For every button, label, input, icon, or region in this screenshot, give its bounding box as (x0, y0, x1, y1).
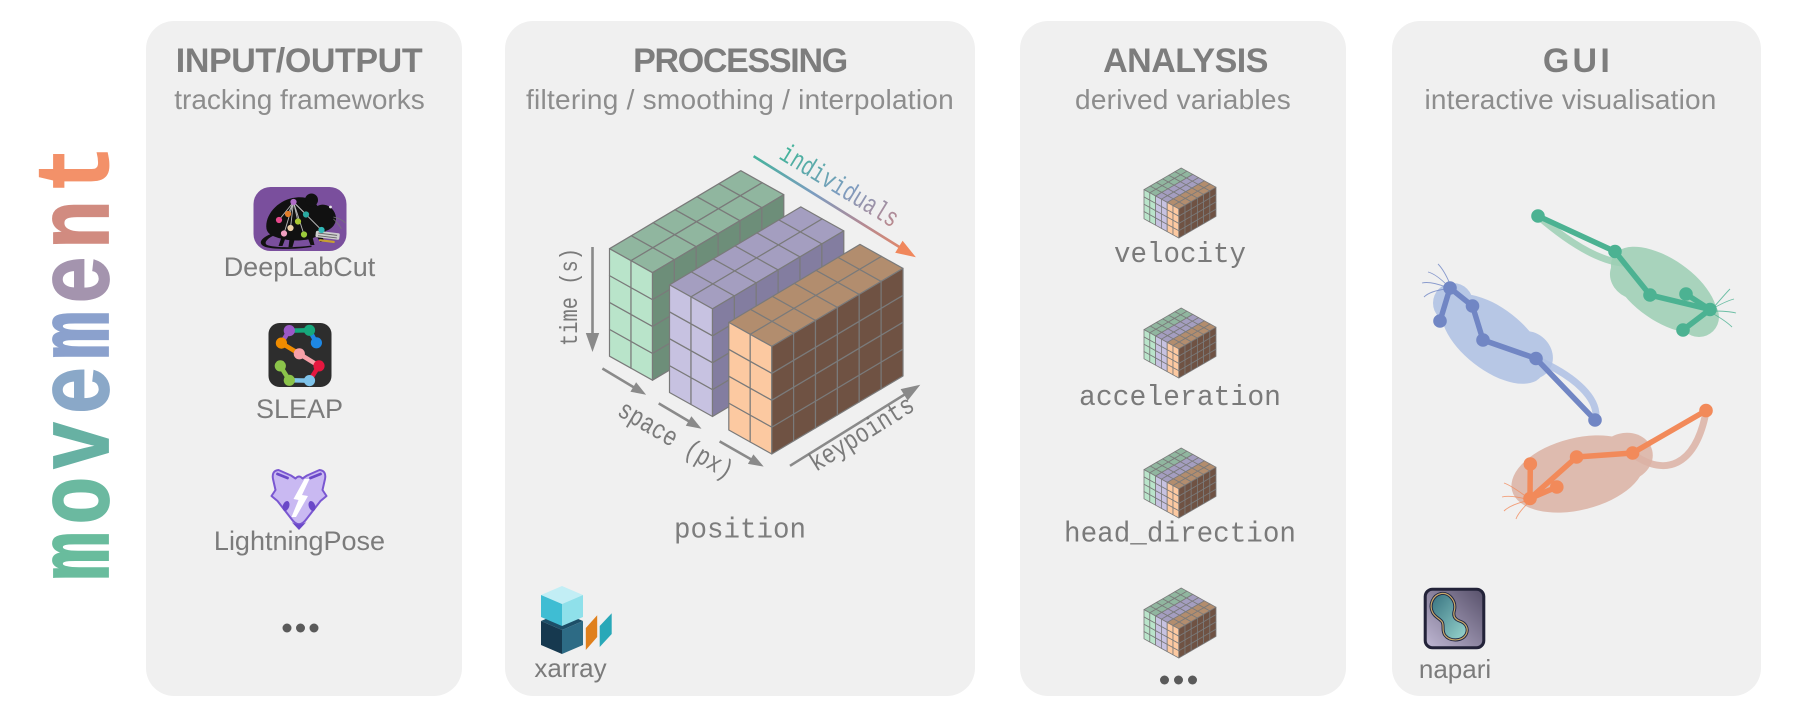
svg-text:acceleration: acceleration (1079, 381, 1281, 414)
svg-text:head_direction: head_direction (1064, 518, 1296, 551)
svg-text:time (s): time (s) (556, 248, 585, 346)
svg-text:velocity: velocity (1114, 238, 1246, 271)
svg-text:position: position (674, 514, 806, 547)
